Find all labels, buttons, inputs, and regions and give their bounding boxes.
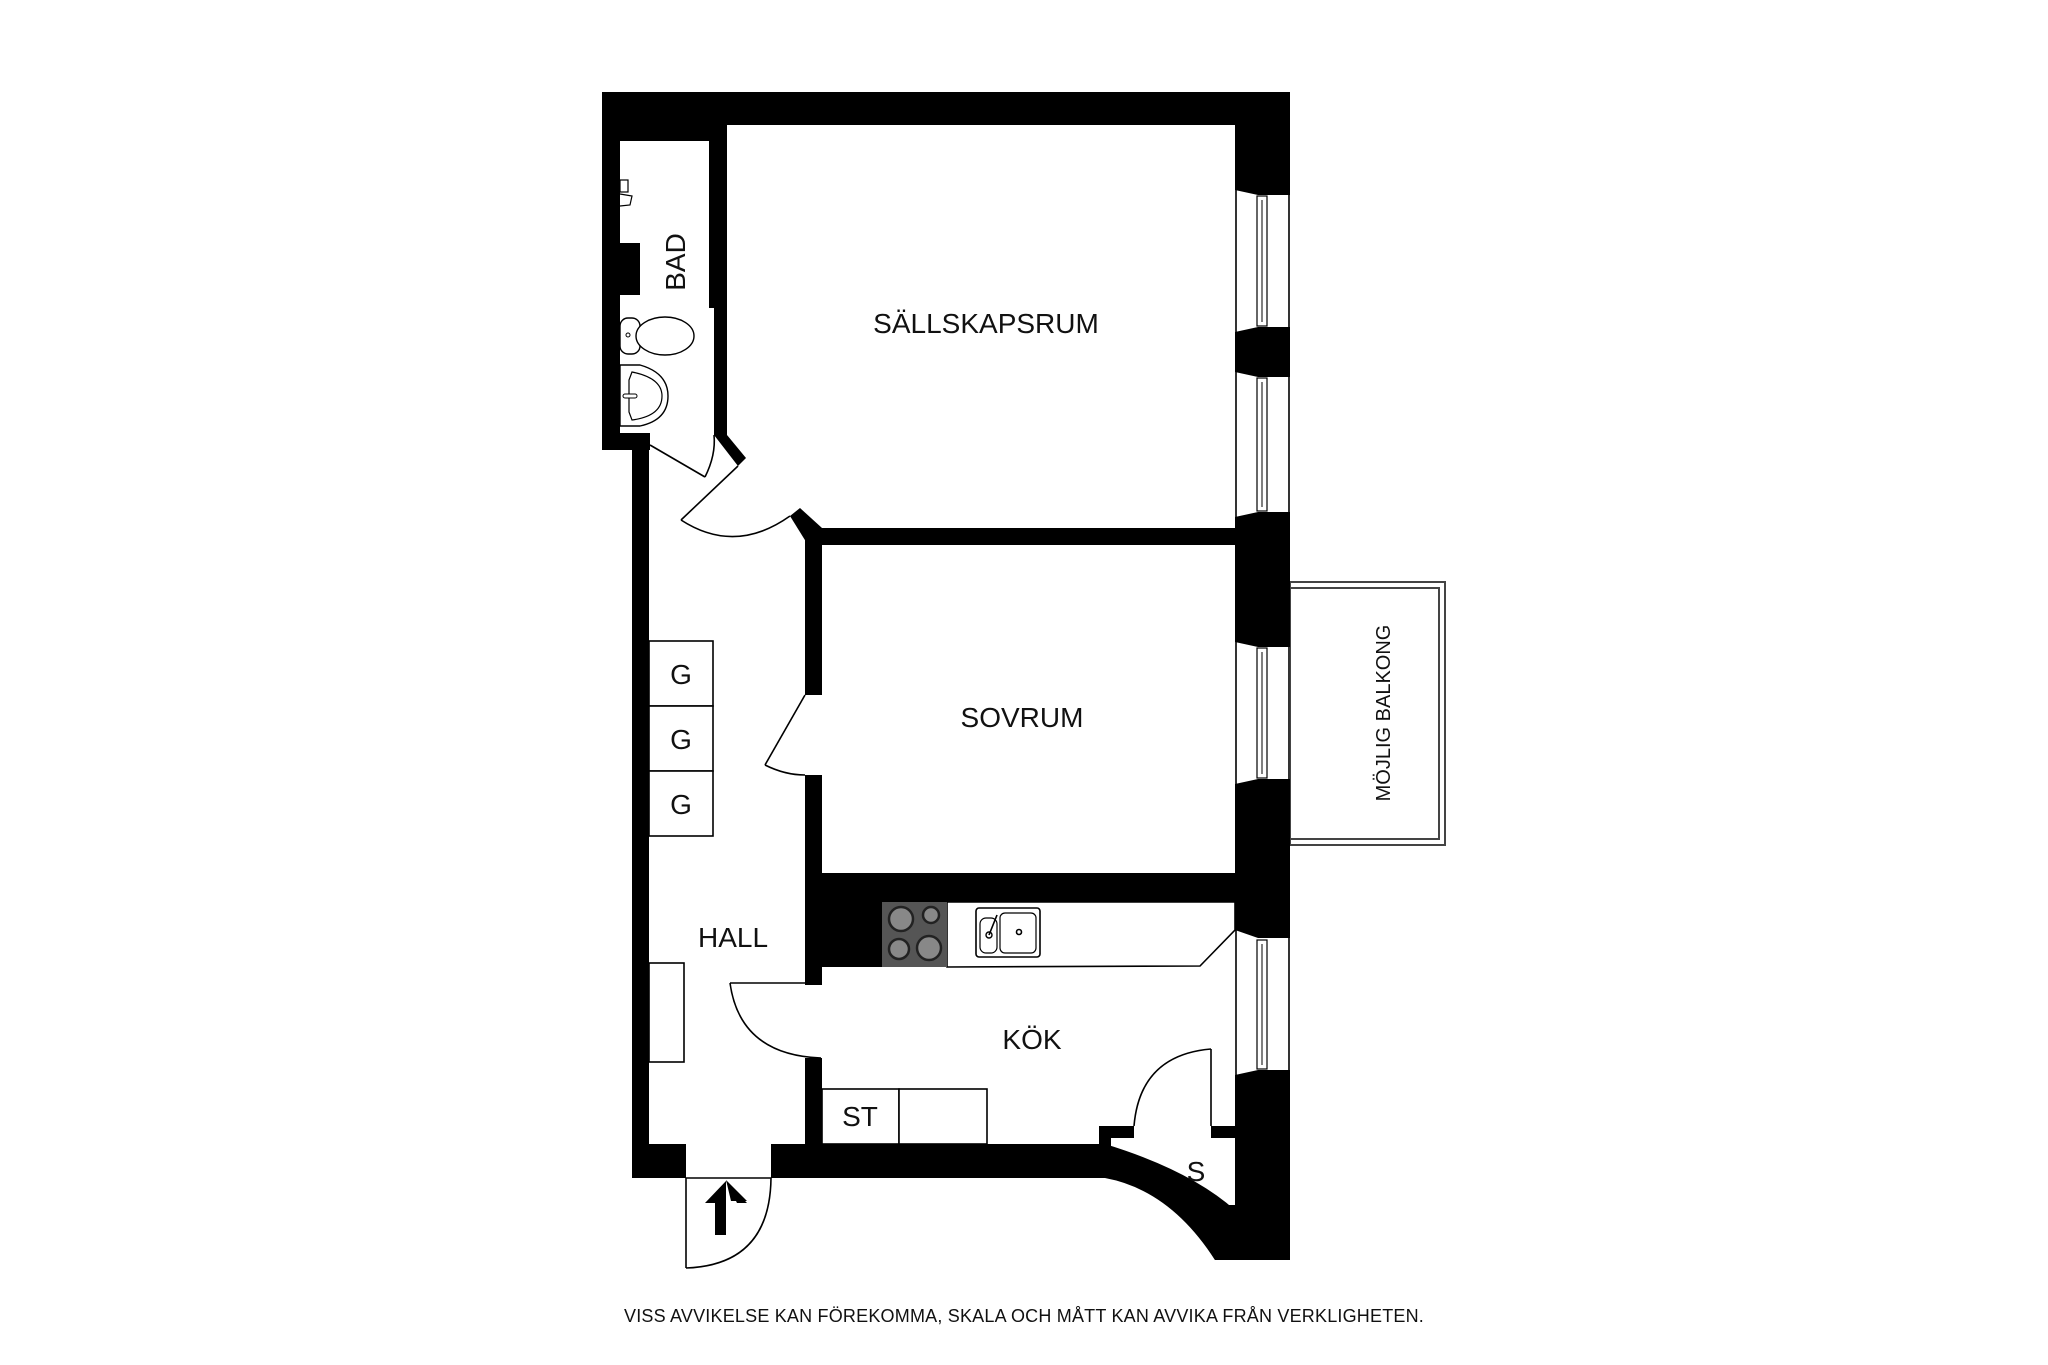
- doors: [649, 434, 1212, 1269]
- shower-icon: [619, 179, 633, 207]
- kitchen-counter: [821, 901, 1236, 1145]
- room-label-sovrum: SOVRUM: [961, 702, 1084, 733]
- interior-walls: [709, 125, 1235, 1150]
- window-sallskapsrum-2: [1235, 372, 1290, 517]
- room-label-balkong: MÖJLIG BALKONG: [1373, 625, 1395, 802]
- stove-unit-label: ST: [842, 1101, 878, 1132]
- window-kok: [1235, 930, 1290, 1126]
- kitchen-door[interactable]: [729, 982, 822, 1059]
- sink-icon: [975, 907, 1041, 958]
- balcony-outline: [1289, 581, 1446, 846]
- wardrobes: [648, 640, 714, 837]
- disclaimer-text: VISS AVVIKELSE KAN FÖREKOMMA, SKALA OCH …: [623, 1306, 1425, 1326]
- entrance-arrow-icon: [705, 1181, 747, 1235]
- toilet-icon: [619, 316, 695, 356]
- room-label-kok: KÖK: [1002, 1024, 1061, 1055]
- windows: [1235, 190, 1290, 1126]
- wardrobe-label-2: G: [670, 724, 692, 755]
- room-label-bad: BAD: [660, 233, 691, 291]
- hall-cabinet: [648, 962, 685, 1063]
- stove-icon: [882, 902, 947, 967]
- wardrobe-label-1: G: [670, 659, 692, 690]
- entrance-door[interactable]: [685, 1177, 772, 1269]
- room-label-hall: HALL: [698, 922, 768, 953]
- room-label-sallskapsrum: SÄLLSKAPSRUM: [873, 308, 1099, 339]
- washbasin-icon: [619, 364, 669, 427]
- storage-door[interactable]: [1133, 1048, 1212, 1127]
- bath-door[interactable]: [649, 434, 716, 478]
- window-sallskapsrum-1: [1235, 190, 1290, 332]
- window-sovrum: [1235, 642, 1290, 784]
- wardrobe-label-3: G: [670, 789, 692, 820]
- sallskapsrum-door[interactable]: [680, 465, 791, 538]
- sovrum-door[interactable]: [764, 694, 806, 776]
- storage-label: S: [1187, 1156, 1206, 1187]
